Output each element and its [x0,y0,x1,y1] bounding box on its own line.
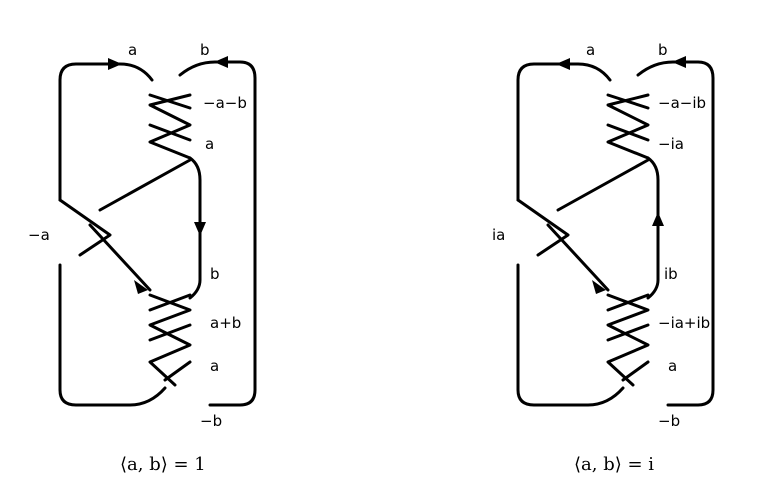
caption: ⟨a, b⟩ = 1 [120,454,206,475]
label: −ia [658,135,684,153]
label: a [210,357,219,375]
arrow-head-icon [108,58,122,70]
right-knot-diagram: a b −a−ib −ia ia ib −ia+ib a −b ⟨a, b⟩ =… [492,41,715,475]
label: a [205,135,214,153]
arrow-head-icon [672,56,686,68]
arrow-head-icon [214,56,228,68]
arrow-head-icon [652,212,664,226]
label: ib [664,265,678,283]
label: a+b [210,314,241,332]
arrow-head-icon [194,222,206,236]
label: b [658,41,668,59]
label: −a−ib [658,94,706,112]
label: −b [658,412,680,430]
label: ia [492,226,505,244]
label: a [586,41,595,59]
left-knot-diagram: a b −a−b a −a b a+b a −b ⟨a, b⟩ = 1 [28,41,257,475]
label: −a [28,226,50,244]
arrow-head-icon [592,280,606,294]
label: a [668,357,677,375]
arrow-head-icon [134,280,148,294]
label: −ia+ib [658,314,710,332]
label: −b [200,412,222,430]
label: a [128,41,137,59]
label: b [210,265,220,283]
label: −a−b [203,94,247,112]
caption: ⟨a, b⟩ = i [574,454,654,475]
label: b [200,41,210,59]
arrow-head-icon [556,58,570,70]
